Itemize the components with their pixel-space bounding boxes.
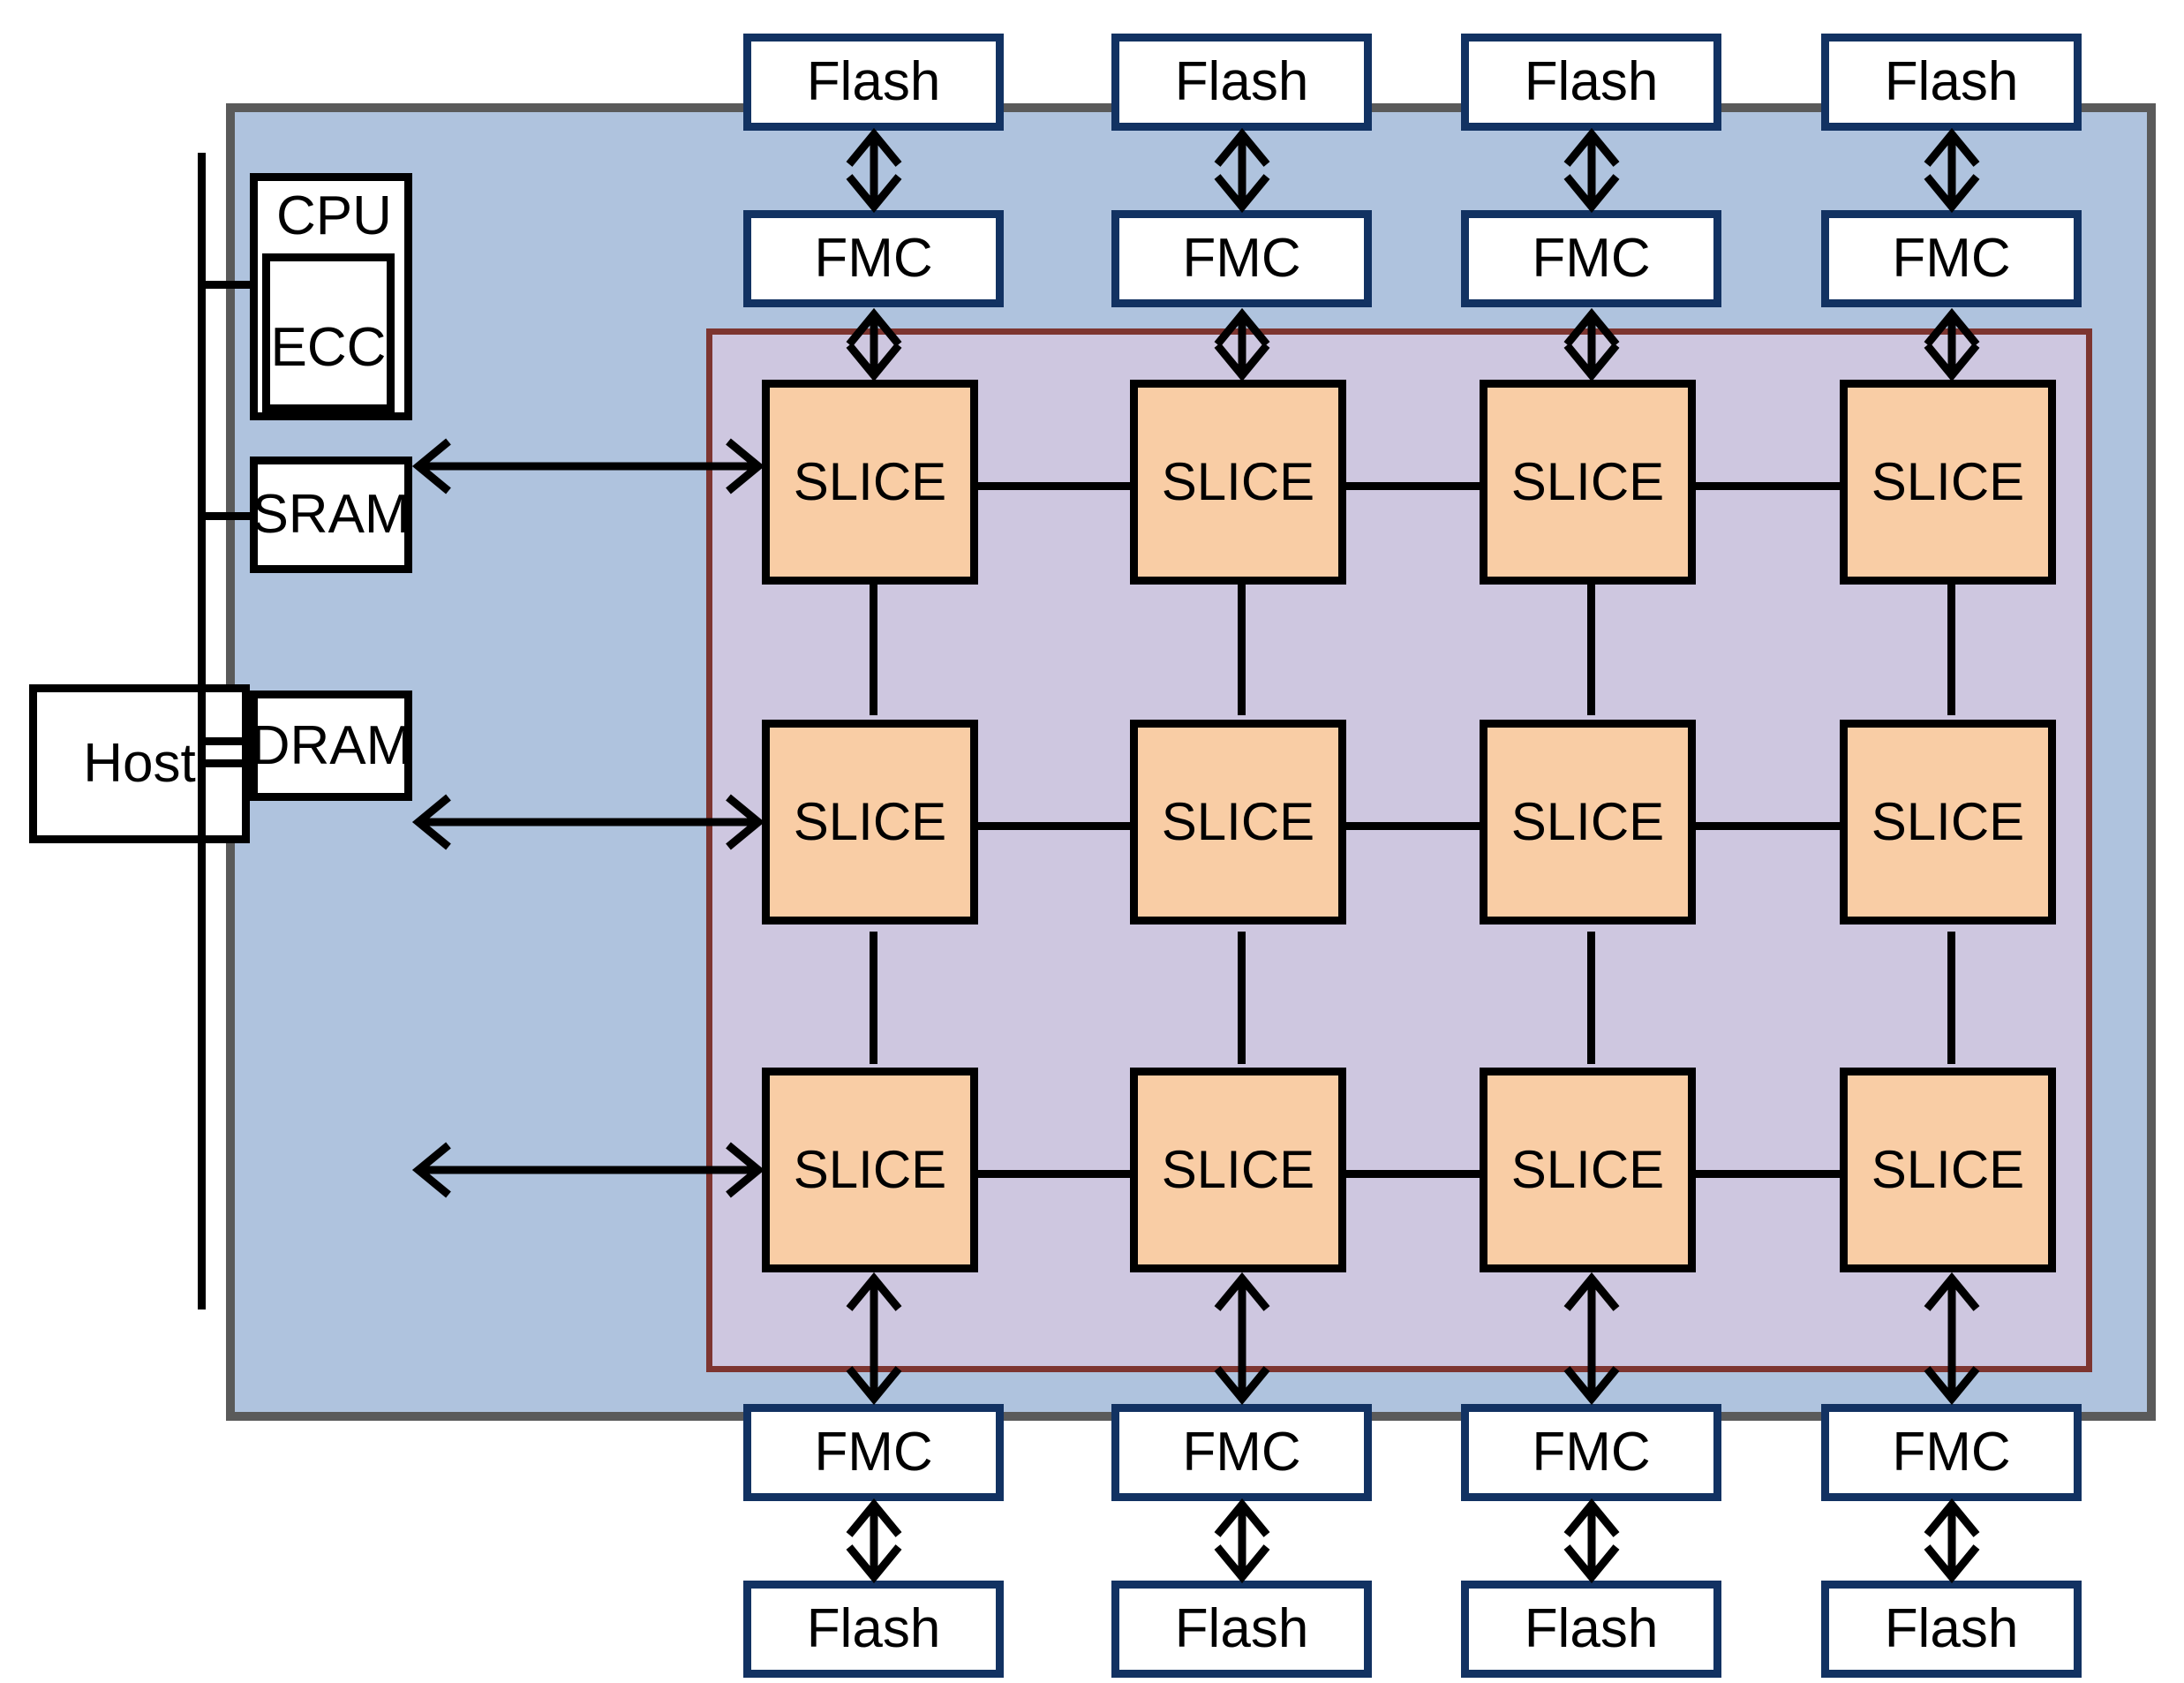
arrow-fmc-flash-bottom-1 (846, 1498, 902, 1584)
slice-link-h-r3c3c4 (1696, 1170, 1843, 1178)
slice-link-v-r1c2 (1238, 583, 1246, 715)
slice-r3c4[interactable]: SLICE (1840, 1068, 2056, 1272)
fmc-bottom-4[interactable]: FMC (1821, 1404, 2082, 1501)
slice-link-h-r1c1c2 (978, 482, 1133, 490)
slice-r1c1[interactable]: SLICE (762, 380, 978, 585)
slice-link-v-r2c4 (1947, 932, 1955, 1064)
bus-to-sram-stub (198, 512, 264, 520)
fmc-top-1[interactable]: FMC (743, 210, 1004, 307)
fmc-bottom-1[interactable]: FMC (743, 1404, 1004, 1501)
slice-r3c3[interactable]: SLICE (1480, 1068, 1696, 1272)
sram-box[interactable]: SRAM (250, 457, 412, 573)
slice-link-v-r2c3 (1587, 932, 1595, 1064)
slice-link-v-r1c1 (870, 583, 877, 715)
host-to-bus-link (198, 759, 260, 767)
slice-r2c2[interactable]: SLICE (1130, 720, 1346, 925)
slice-r3c2[interactable]: SLICE (1130, 1068, 1346, 1272)
flash-top-3[interactable]: Flash (1461, 34, 1721, 131)
ecc-box[interactable]: ECC (262, 253, 395, 412)
slice-link-h-r2c2c3 (1346, 822, 1483, 830)
slice-r1c4[interactable]: SLICE (1840, 380, 2056, 585)
fmc-top-3[interactable]: FMC (1461, 210, 1721, 307)
ecc-label: ECC (270, 317, 387, 378)
dram-box[interactable]: DRAM (250, 691, 412, 801)
fmc-top-4[interactable]: FMC (1821, 210, 2082, 307)
internal-bus-spine (198, 153, 206, 1309)
slice-r2c3[interactable]: SLICE (1480, 720, 1696, 925)
bus-to-cpu-stub (198, 281, 264, 289)
slice-link-v-r1c3 (1587, 583, 1595, 715)
slice-link-h-r1c2c3 (1346, 482, 1483, 490)
arrow-fmc-flash-bottom-3 (1563, 1498, 1620, 1584)
arrow-fmc-flash-bottom-2 (1214, 1498, 1270, 1584)
slice-r3c1[interactable]: SLICE (762, 1068, 978, 1272)
cpu-label: CPU (276, 185, 392, 246)
slice-link-h-r2c1c2 (978, 822, 1133, 830)
flash-top-4[interactable]: Flash (1821, 34, 2082, 131)
host-box[interactable]: Host (29, 684, 250, 843)
slice-link-h-r2c3c4 (1696, 822, 1843, 830)
flash-bottom-3[interactable]: Flash (1461, 1581, 1721, 1678)
slice-r2c1[interactable]: SLICE (762, 720, 978, 925)
slice-link-v-r1c4 (1947, 583, 1955, 715)
fmc-bottom-2[interactable]: FMC (1111, 1404, 1372, 1501)
fmc-top-2[interactable]: FMC (1111, 210, 1372, 307)
arrow-fmc-flash-bottom-4 (1924, 1498, 1980, 1584)
slice-r1c2[interactable]: SLICE (1130, 380, 1346, 585)
slice-link-h-r3c1c2 (978, 1170, 1133, 1178)
slice-link-h-r1c3c4 (1696, 482, 1843, 490)
flash-top-1[interactable]: Flash (743, 34, 1004, 131)
slice-link-v-r2c2 (1238, 932, 1246, 1064)
slice-link-v-r2c1 (870, 932, 877, 1064)
flash-bottom-1[interactable]: Flash (743, 1581, 1004, 1678)
slice-r2c4[interactable]: SLICE (1840, 720, 2056, 925)
slice-link-h-r3c2c3 (1346, 1170, 1483, 1178)
flash-bottom-4[interactable]: Flash (1821, 1581, 2082, 1678)
fmc-bottom-3[interactable]: FMC (1461, 1404, 1721, 1501)
bus-to-dram-stub (198, 737, 264, 745)
flash-top-2[interactable]: Flash (1111, 34, 1372, 131)
slice-r1c3[interactable]: SLICE (1480, 380, 1696, 585)
flash-bottom-2[interactable]: Flash (1111, 1581, 1372, 1678)
